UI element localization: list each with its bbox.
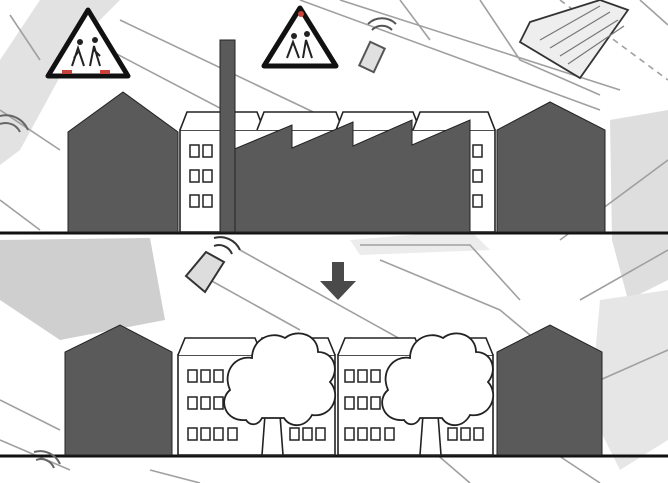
building-left-warehouse [68, 92, 178, 232]
car-icon [186, 237, 240, 292]
building-right-warehouse [497, 102, 605, 232]
factory-building [228, 120, 470, 232]
school-crossing-sign-icon [264, 8, 336, 66]
factory-chimney [220, 40, 235, 232]
scene-after-residential [65, 325, 602, 455]
wifi-signal-icon [359, 18, 396, 72]
building-left-house [65, 325, 172, 455]
transition-arrow-icon [320, 262, 356, 300]
wifi-signal-icon [34, 451, 60, 468]
building-right-house [497, 325, 602, 455]
scene-before-industrial [68, 40, 605, 232]
